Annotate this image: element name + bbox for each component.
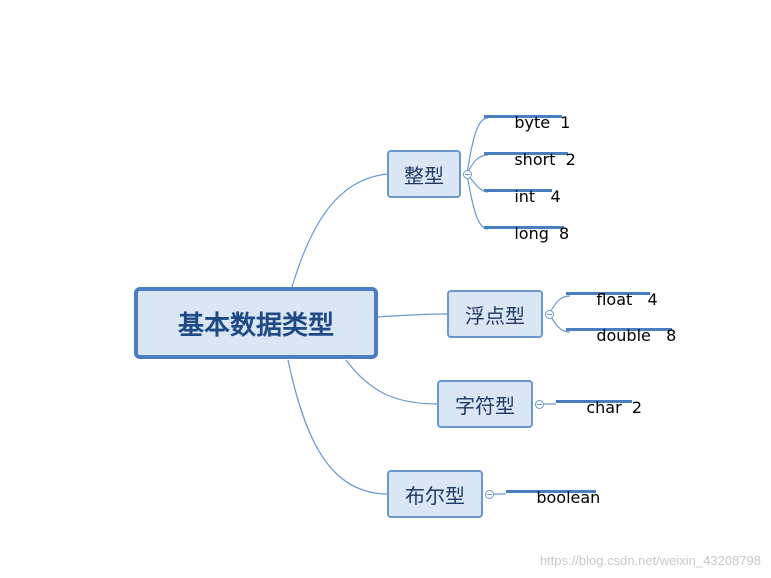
collapse-toggle-icon[interactable] <box>485 490 494 499</box>
leaf-label: short 2 <box>514 150 576 169</box>
collapse-toggle-icon[interactable] <box>463 170 472 179</box>
branch-label: 整型 <box>404 163 444 188</box>
branch-label: 字符型 <box>455 393 515 418</box>
leaf-label: long 8 <box>514 224 570 243</box>
leaf-float[interactable]: float 4 <box>566 273 658 309</box>
branch-integer[interactable]: 整型 <box>387 150 461 198</box>
link-root-branch-0 <box>291 173 389 288</box>
branch-float[interactable]: 浮点型 <box>447 290 543 338</box>
branch-boolean[interactable]: 布尔型 <box>387 470 483 518</box>
root-topic[interactable]: 基本数据类型 <box>134 287 378 359</box>
collapse-toggle-icon[interactable] <box>535 400 544 409</box>
leaf-label: byte 1 <box>514 113 571 132</box>
branch-label: 浮点型 <box>465 303 525 328</box>
branch-label: 布尔型 <box>405 483 465 508</box>
leaf-label: int 4 <box>514 187 561 206</box>
watermark: https://blog.csdn.net/weixin_43208798 <box>539 553 761 568</box>
leaf-boolean[interactable]: boolean <box>506 471 600 507</box>
link-root-branch-1 <box>377 313 449 318</box>
leaf-char[interactable]: char 2 <box>556 381 642 417</box>
leaf-label: float 4 <box>596 290 658 309</box>
leaf-double[interactable]: double 8 <box>566 309 676 345</box>
leaf-long[interactable]: long 8 <box>484 207 569 243</box>
link-root-branch-2 <box>345 359 439 405</box>
leaf-label: char 2 <box>586 398 643 417</box>
collapse-toggle-icon[interactable] <box>545 310 554 319</box>
leaf-label: boolean <box>536 488 601 507</box>
link-branch-0-leaf-0 <box>466 117 489 175</box>
link-root-branch-3 <box>287 359 389 495</box>
leaf-int[interactable]: int 4 <box>484 170 561 206</box>
leaf-label: double 8 <box>596 326 677 345</box>
leaf-short[interactable]: short 2 <box>484 133 576 169</box>
leaf-byte[interactable]: byte 1 <box>484 96 570 132</box>
root-topic-label: 基本数据类型 <box>177 310 334 341</box>
branch-char[interactable]: 字符型 <box>437 380 533 428</box>
